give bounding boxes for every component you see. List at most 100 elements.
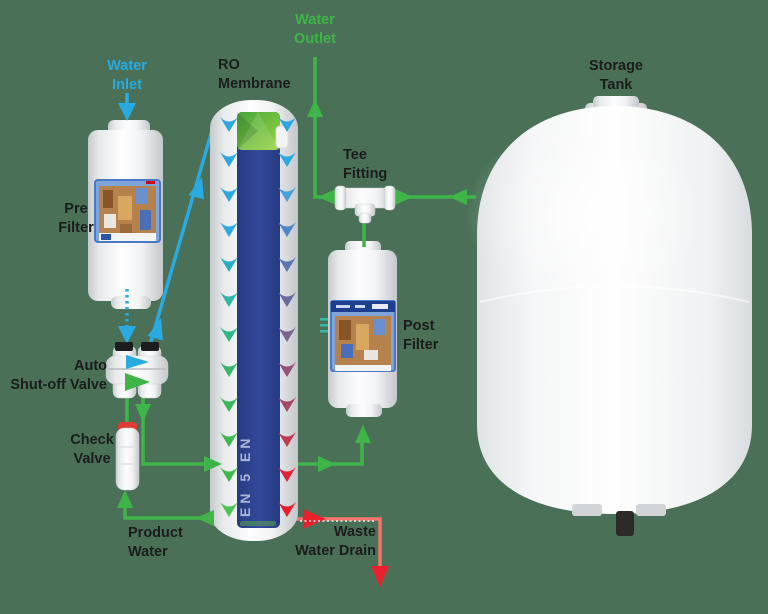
membrane-flow-chevron-icon bbox=[278, 502, 296, 517]
membrane-flow-chevron-icon bbox=[278, 292, 296, 307]
label-pre-filter: Pre Filter bbox=[36, 200, 116, 238]
membrane-flow-chevron-icon bbox=[220, 432, 238, 447]
pre-filter-bottom bbox=[111, 296, 151, 309]
ro-membrane: EN 5 EN bbox=[210, 100, 298, 541]
membrane-flow-chevron-icon bbox=[278, 432, 296, 447]
membrane-core bbox=[237, 112, 280, 528]
label-line-2: Filter bbox=[58, 220, 94, 236]
label-product-water: Product Water bbox=[128, 524, 183, 562]
tank-inlet-nipple bbox=[593, 96, 639, 109]
tee-fitting bbox=[334, 185, 396, 224]
waste-flow-arrowheads bbox=[303, 509, 389, 587]
label-line-2: Fitting bbox=[343, 166, 388, 182]
membrane-flow-chevron-icon bbox=[220, 152, 238, 167]
label-tee-fitting: Tee Fitting bbox=[343, 146, 387, 184]
tank-drain-stub bbox=[616, 511, 634, 536]
membrane-flow-chevron-icon bbox=[220, 117, 238, 132]
membrane-flow-chevron-icon bbox=[278, 362, 296, 377]
post-filter bbox=[320, 241, 397, 417]
arrow-left-icon bbox=[449, 189, 467, 205]
arrow-left-icon bbox=[318, 189, 336, 205]
arrow-down-icon bbox=[118, 103, 136, 121]
label-water-outlet: Water Outlet bbox=[275, 11, 355, 49]
label-line-2: Water bbox=[128, 544, 168, 560]
label-line-1: RO bbox=[218, 57, 240, 73]
label-ro-membrane: RO Membrane bbox=[218, 56, 291, 94]
label-auto-shutoff-valve: Auto Shut-off Valve bbox=[5, 357, 107, 395]
membrane-flow-chevron-icon bbox=[220, 327, 238, 342]
auto-shutoff-valve bbox=[105, 342, 169, 399]
arrow-right-icon bbox=[395, 189, 413, 205]
membrane-flow-chevron-icon bbox=[278, 117, 296, 132]
clean-flow-lines bbox=[123, 57, 476, 520]
arrow-right-icon bbox=[204, 456, 222, 472]
tank-foot bbox=[572, 504, 602, 516]
valve-cap bbox=[115, 342, 133, 351]
membrane-flow-chevron-icon bbox=[220, 397, 238, 412]
clean-flow-arrowheads-over bbox=[196, 456, 222, 526]
tee-collet-right bbox=[383, 185, 396, 211]
check-valve-body bbox=[115, 427, 140, 491]
cap-facet bbox=[237, 112, 280, 150]
membrane-flow-chevron-icon bbox=[220, 292, 238, 307]
arrow-upright-icon bbox=[188, 177, 204, 200]
membrane-flow-chevron-icon bbox=[278, 467, 296, 482]
membrane-port-tab bbox=[275, 125, 289, 149]
label-line-1: Storage bbox=[589, 58, 643, 74]
pre-filter bbox=[88, 120, 163, 309]
arrow-up-icon bbox=[117, 490, 133, 508]
membrane-flow-chevron-icon bbox=[220, 187, 238, 202]
inlet-line-valve-to-membrane bbox=[148, 126, 215, 346]
arrow-left-icon bbox=[196, 510, 214, 526]
arrow-right-icon bbox=[318, 456, 336, 472]
membrane-reject-chevrons bbox=[278, 117, 296, 517]
label-line-2: Filter bbox=[403, 337, 439, 353]
arrow-down-icon bbox=[118, 326, 136, 344]
label-line-2: Membrane bbox=[218, 76, 291, 92]
arrow-up-icon bbox=[307, 99, 323, 117]
membrane-flow-chevron-icon bbox=[278, 397, 296, 412]
label-line-1: Post bbox=[403, 318, 435, 334]
label-line-1: Auto bbox=[73, 358, 107, 374]
valve-outlet-arrow-icon bbox=[125, 373, 150, 391]
pre-filter-label bbox=[94, 179, 161, 243]
label-line-2: Shut-off Valve bbox=[10, 377, 107, 393]
arrow-up-icon bbox=[355, 425, 371, 443]
valve-inlet-arrow-icon bbox=[126, 355, 149, 369]
membrane-flow-chevron-icon bbox=[220, 502, 238, 517]
membrane-flow-chevron-icon bbox=[278, 187, 296, 202]
label-line-1: Tee bbox=[343, 147, 367, 163]
membrane-top-cap bbox=[237, 112, 280, 150]
line-tee-to-outlet bbox=[313, 57, 338, 199]
storage-tank bbox=[465, 96, 752, 536]
label-line-1: Check bbox=[70, 432, 114, 448]
label-line-2: Tank bbox=[599, 77, 633, 93]
label-line-1: Pre bbox=[64, 201, 88, 217]
label-line-1: Water bbox=[107, 58, 147, 74]
label-check-valve: Check Valve bbox=[52, 431, 132, 469]
membrane-vertical-text: EN 5 EN bbox=[237, 435, 253, 517]
label-storage-tank: Storage Tank bbox=[566, 57, 666, 95]
membrane-flow-chevron-icon bbox=[278, 257, 296, 272]
arrow-right-icon bbox=[303, 509, 326, 529]
label-post-filter: Post Filter bbox=[403, 317, 438, 355]
label-line-2: Valve bbox=[73, 451, 111, 467]
membrane-flow-chevron-icon bbox=[220, 362, 238, 377]
clean-flow-arrowheads bbox=[117, 99, 467, 508]
membrane-feed-chevrons bbox=[220, 117, 238, 517]
label-line-2: Water Drain bbox=[295, 543, 376, 559]
label-line-2: Inlet bbox=[112, 77, 142, 93]
membrane-flow-chevron-icon bbox=[220, 257, 238, 272]
tee-stem bbox=[358, 212, 372, 224]
cap-facet bbox=[237, 112, 258, 150]
tank-highlight bbox=[465, 125, 705, 305]
arrow-upright-icon bbox=[147, 318, 163, 341]
post-filter-bottom bbox=[346, 404, 382, 417]
membrane-bottom-mark bbox=[240, 521, 276, 526]
membrane-flow-chevron-icon bbox=[220, 222, 238, 237]
membrane-flow-chevron-icon bbox=[278, 222, 296, 237]
check-valve bbox=[115, 422, 140, 491]
membrane-flow-chevron-icon bbox=[278, 152, 296, 167]
